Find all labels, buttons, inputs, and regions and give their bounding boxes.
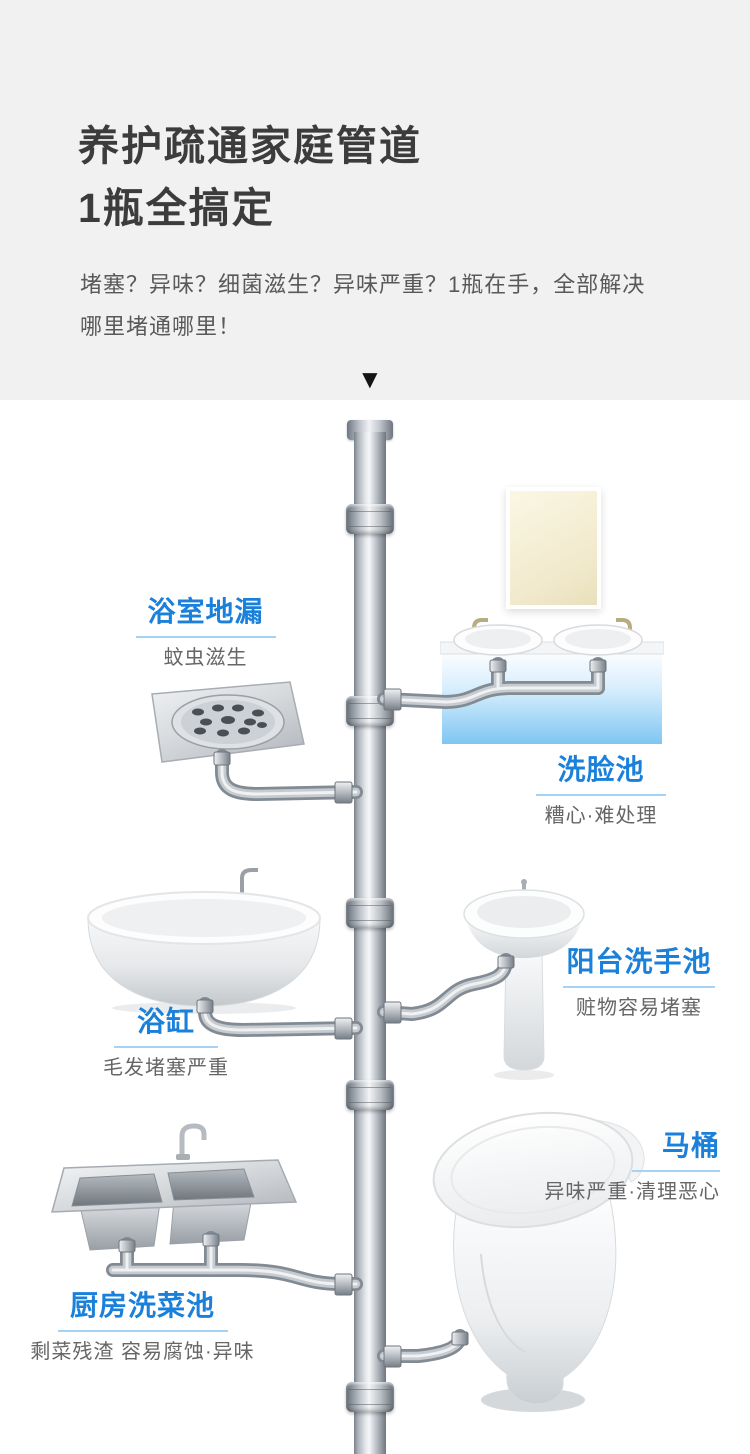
pipe-coupling <box>346 1382 394 1412</box>
floor-drain-underline <box>135 635 276 638</box>
header-background <box>0 0 750 400</box>
kitchen-sink-desc: 剩菜残渣 容易腐蚀·异味 <box>30 1340 255 1363</box>
toilet-underline <box>632 1169 720 1172</box>
faucet-icon <box>179 1123 207 1156</box>
kitchen-sink-underline <box>57 1329 228 1332</box>
pipe-coupling <box>346 898 394 928</box>
wash-basin-desc: 糟心·难处理 <box>544 804 658 827</box>
wash-basin-underline <box>536 793 666 796</box>
pipe-coupling <box>346 1080 394 1110</box>
wash-basin-callout: 洗脸池 糟心·难处理 <box>515 754 687 828</box>
pipe-coupling <box>346 504 394 534</box>
bathtub-graphic <box>87 868 321 1014</box>
floor-drain-callout: 浴室地漏 蚊虫滋生 <box>118 596 293 670</box>
toilet-desc: 异味严重·清理恶心 <box>544 1180 720 1203</box>
floor-drain-desc: 蚊虫滋生 <box>163 646 248 669</box>
pedestal-sink-graphic <box>463 879 585 1080</box>
branch-pipes-graphic <box>0 420 607 1368</box>
page-title-line1: 养护疏通家庭管道 <box>78 123 422 169</box>
bathtub-label: 浴缸 <box>136 1006 195 1037</box>
kitchen-sink-callout: 厨房洗菜池 剩菜残渣 容易腐蚀·异味 <box>10 1290 275 1364</box>
faucet-icon <box>240 868 258 896</box>
balcony-sink-desc: 赃物容易堵塞 <box>576 996 702 1019</box>
wash-basin-label: 洗脸池 <box>557 754 645 785</box>
floor-drain-label: 浴室地漏 <box>147 596 264 627</box>
toilet-callout: 马桶 异味严重·清理恶心 <box>498 1130 720 1204</box>
bathtub-underline <box>114 1045 218 1048</box>
bathtub-desc: 毛发堵塞严重 <box>103 1056 229 1079</box>
toilet-label: 马桶 <box>661 1130 720 1161</box>
kitchen-sink-graphic <box>51 1123 298 1251</box>
header-description-line1: 堵塞？异味？细菌滋生？异味严重？1瓶在手，全部解决 <box>80 272 646 297</box>
balcony-sink-callout: 阳台洗手池 赃物容易堵塞 <box>556 946 722 1020</box>
kitchen-sink-label: 厨房洗菜池 <box>69 1290 215 1321</box>
balcony-sink-label: 阳台洗手池 <box>566 946 712 977</box>
bathtub-callout: 浴缸 毛发堵塞严重 <box>82 1006 250 1080</box>
toilet-graphic <box>432 1111 645 1412</box>
balcony-sink-underline <box>563 985 715 988</box>
floor-drain-graphic <box>151 681 305 763</box>
page-title-line2: 1瓶全搞定 <box>78 185 275 231</box>
mirror-graphic <box>506 487 601 609</box>
pipe-connector-nuts <box>118 659 607 1368</box>
faucet-icon <box>616 618 632 642</box>
down-arrow-icon: ▼ <box>357 364 383 394</box>
header-description-line2: 哪里堵通哪里！ <box>80 314 242 339</box>
